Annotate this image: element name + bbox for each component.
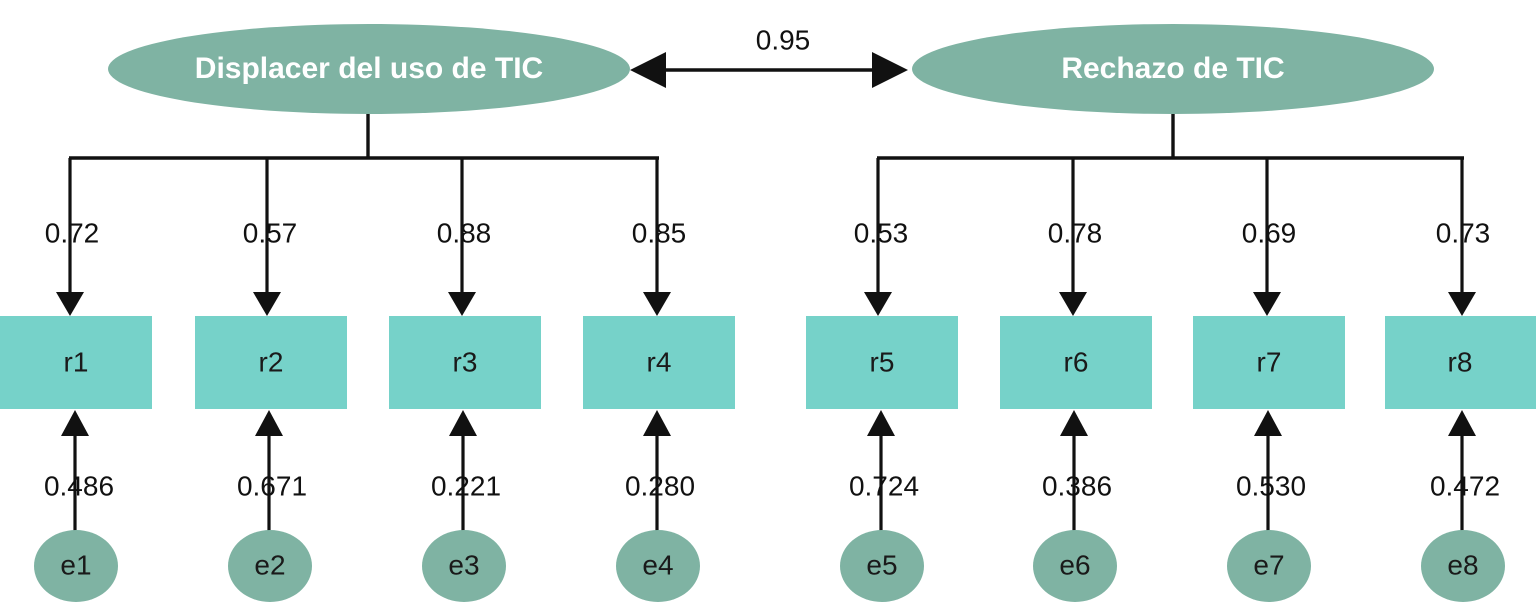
error-value-label-e5: 0.724 (849, 470, 919, 501)
error-value-label-e8: 0.472 (1430, 470, 1500, 501)
arrow-head-down-r1 (56, 292, 84, 316)
error-circle-e7[interactable] (1227, 530, 1311, 602)
covariance-arrow (630, 52, 908, 88)
arrow-head-up-r1 (61, 410, 89, 436)
error-e5[interactable]: e5 (840, 530, 924, 602)
loading-label-r6: 0.78 (1048, 217, 1103, 248)
error-value-label-e1: 0.486 (44, 470, 114, 501)
loading-label-r4: 0.85 (632, 217, 687, 248)
indicator-box-r5[interactable] (806, 316, 958, 409)
arrow-head-down-r3 (448, 292, 476, 316)
error-circle-e8[interactable] (1421, 530, 1505, 602)
latent-ellipse-rechazo[interactable] (912, 24, 1434, 114)
loading-label-r2: 0.57 (243, 217, 298, 248)
arrow-head-down-r4 (643, 292, 671, 316)
error-value-label-e7: 0.530 (1236, 470, 1306, 501)
indicator-label-r1: r1 (64, 346, 89, 377)
indicator-r6[interactable]: r6 (1000, 316, 1152, 409)
arrow-head-left-covariance (630, 52, 666, 88)
error-e6[interactable]: e6 (1033, 530, 1117, 602)
error-circle-e3[interactable] (422, 530, 506, 602)
arrow-head-up-r6 (1060, 410, 1088, 436)
covariance-label: 0.95 (756, 24, 811, 55)
indicator-box-r8[interactable] (1385, 316, 1536, 409)
indicator-label-r3: r3 (453, 346, 478, 377)
error-e1[interactable]: e1 (34, 530, 118, 602)
error-value-label-e3: 0.221 (431, 470, 501, 501)
latent-ellipse-displacer[interactable] (108, 24, 630, 114)
error-label-e1: e1 (60, 549, 91, 580)
error-circle-e1[interactable] (34, 530, 118, 602)
latent-rechazo[interactable]: Rechazo de TIC (912, 24, 1434, 114)
latent-label-displacer: Displacer del uso de TIC (195, 52, 543, 85)
arrow-head-up-r5 (867, 410, 895, 436)
arrow-head-up-r8 (1448, 410, 1476, 436)
error-value-label-e2: 0.671 (237, 470, 307, 501)
indicator-box-r3[interactable] (389, 316, 541, 409)
latent-displacer[interactable]: Displacer del uso de TIC (108, 24, 630, 114)
error-circle-e5[interactable] (840, 530, 924, 602)
indicator-box-r4[interactable] (583, 316, 735, 409)
indicator-r5[interactable]: r5 (806, 316, 958, 409)
error-e4[interactable]: e4 (616, 530, 700, 602)
right-factor-paths (864, 113, 1476, 316)
indicator-label-r6: r6 (1064, 346, 1089, 377)
arrow-head-up-r2 (255, 410, 283, 436)
error-circle-e4[interactable] (616, 530, 700, 602)
indicator-r4[interactable]: r4 (583, 316, 735, 409)
error-label-e2: e2 (254, 549, 285, 580)
arrow-head-right-covariance (872, 52, 908, 88)
arrow-head-down-r6 (1059, 292, 1087, 316)
loading-label-r1: 0.72 (45, 217, 100, 248)
left-factor-paths (56, 113, 671, 316)
indicator-box-r2[interactable] (195, 316, 347, 409)
loading-label-r7: 0.69 (1242, 217, 1297, 248)
indicator-box-r6[interactable] (1000, 316, 1152, 409)
indicator-label-r4: r4 (647, 346, 672, 377)
arrow-head-down-r7 (1253, 292, 1281, 316)
indicator-r1[interactable]: r1 (0, 316, 152, 409)
indicator-label-r7: r7 (1257, 346, 1282, 377)
indicator-r3[interactable]: r3 (389, 316, 541, 409)
indicator-box-r1[interactable] (0, 316, 152, 409)
arrow-head-down-r8 (1448, 292, 1476, 316)
indicator-label-r5: r5 (870, 346, 895, 377)
indicator-box-r7[interactable] (1193, 316, 1345, 409)
latent-label-rechazo: Rechazo de TIC (1061, 52, 1284, 85)
error-label-e7: e7 (1253, 549, 1284, 580)
arrow-head-up-r3 (449, 410, 477, 436)
indicator-label-r2: r2 (259, 346, 284, 377)
error-value-label-e4: 0.280 (625, 470, 695, 501)
error-circle-e6[interactable] (1033, 530, 1117, 602)
loading-label-r3: 0.88 (437, 217, 492, 248)
indicator-label-r8: r8 (1448, 346, 1473, 377)
error-e7[interactable]: e7 (1227, 530, 1311, 602)
error-label-e3: e3 (448, 549, 479, 580)
error-paths (61, 410, 1476, 532)
indicator-r2[interactable]: r2 (195, 316, 347, 409)
error-label-e8: e8 (1447, 549, 1478, 580)
error-e3[interactable]: e3 (422, 530, 506, 602)
error-e8[interactable]: e8 (1421, 530, 1505, 602)
arrow-head-down-r5 (864, 292, 892, 316)
error-label-e4: e4 (642, 549, 673, 580)
arrow-head-down-r2 (253, 292, 281, 316)
indicator-r7[interactable]: r7 (1193, 316, 1345, 409)
arrow-head-up-r4 (643, 410, 671, 436)
error-e2[interactable]: e2 (228, 530, 312, 602)
loading-label-r8: 0.73 (1436, 217, 1491, 248)
error-label-e5: e5 (866, 549, 897, 580)
error-circle-e2[interactable] (228, 530, 312, 602)
error-value-label-e6: 0.386 (1042, 470, 1112, 501)
error-label-e6: e6 (1059, 549, 1090, 580)
arrow-head-up-r7 (1254, 410, 1282, 436)
loading-label-r5: 0.53 (854, 217, 909, 248)
indicator-r8[interactable]: r8 (1385, 316, 1536, 409)
